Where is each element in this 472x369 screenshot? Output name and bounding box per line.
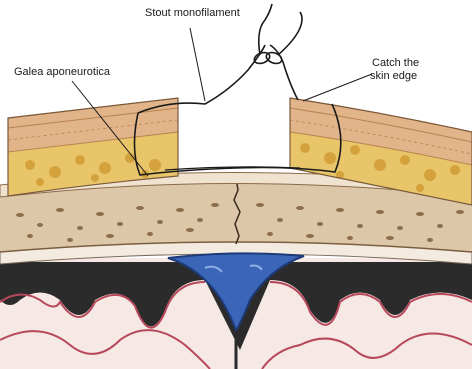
label-galea-aponeurotica: Galea aponeurotica	[14, 66, 111, 78]
label-catch-the: Catch the	[372, 57, 419, 69]
label-skin-edge: skin edge	[370, 70, 417, 82]
label-stout-monofilament: Stout monofilament	[145, 7, 240, 19]
